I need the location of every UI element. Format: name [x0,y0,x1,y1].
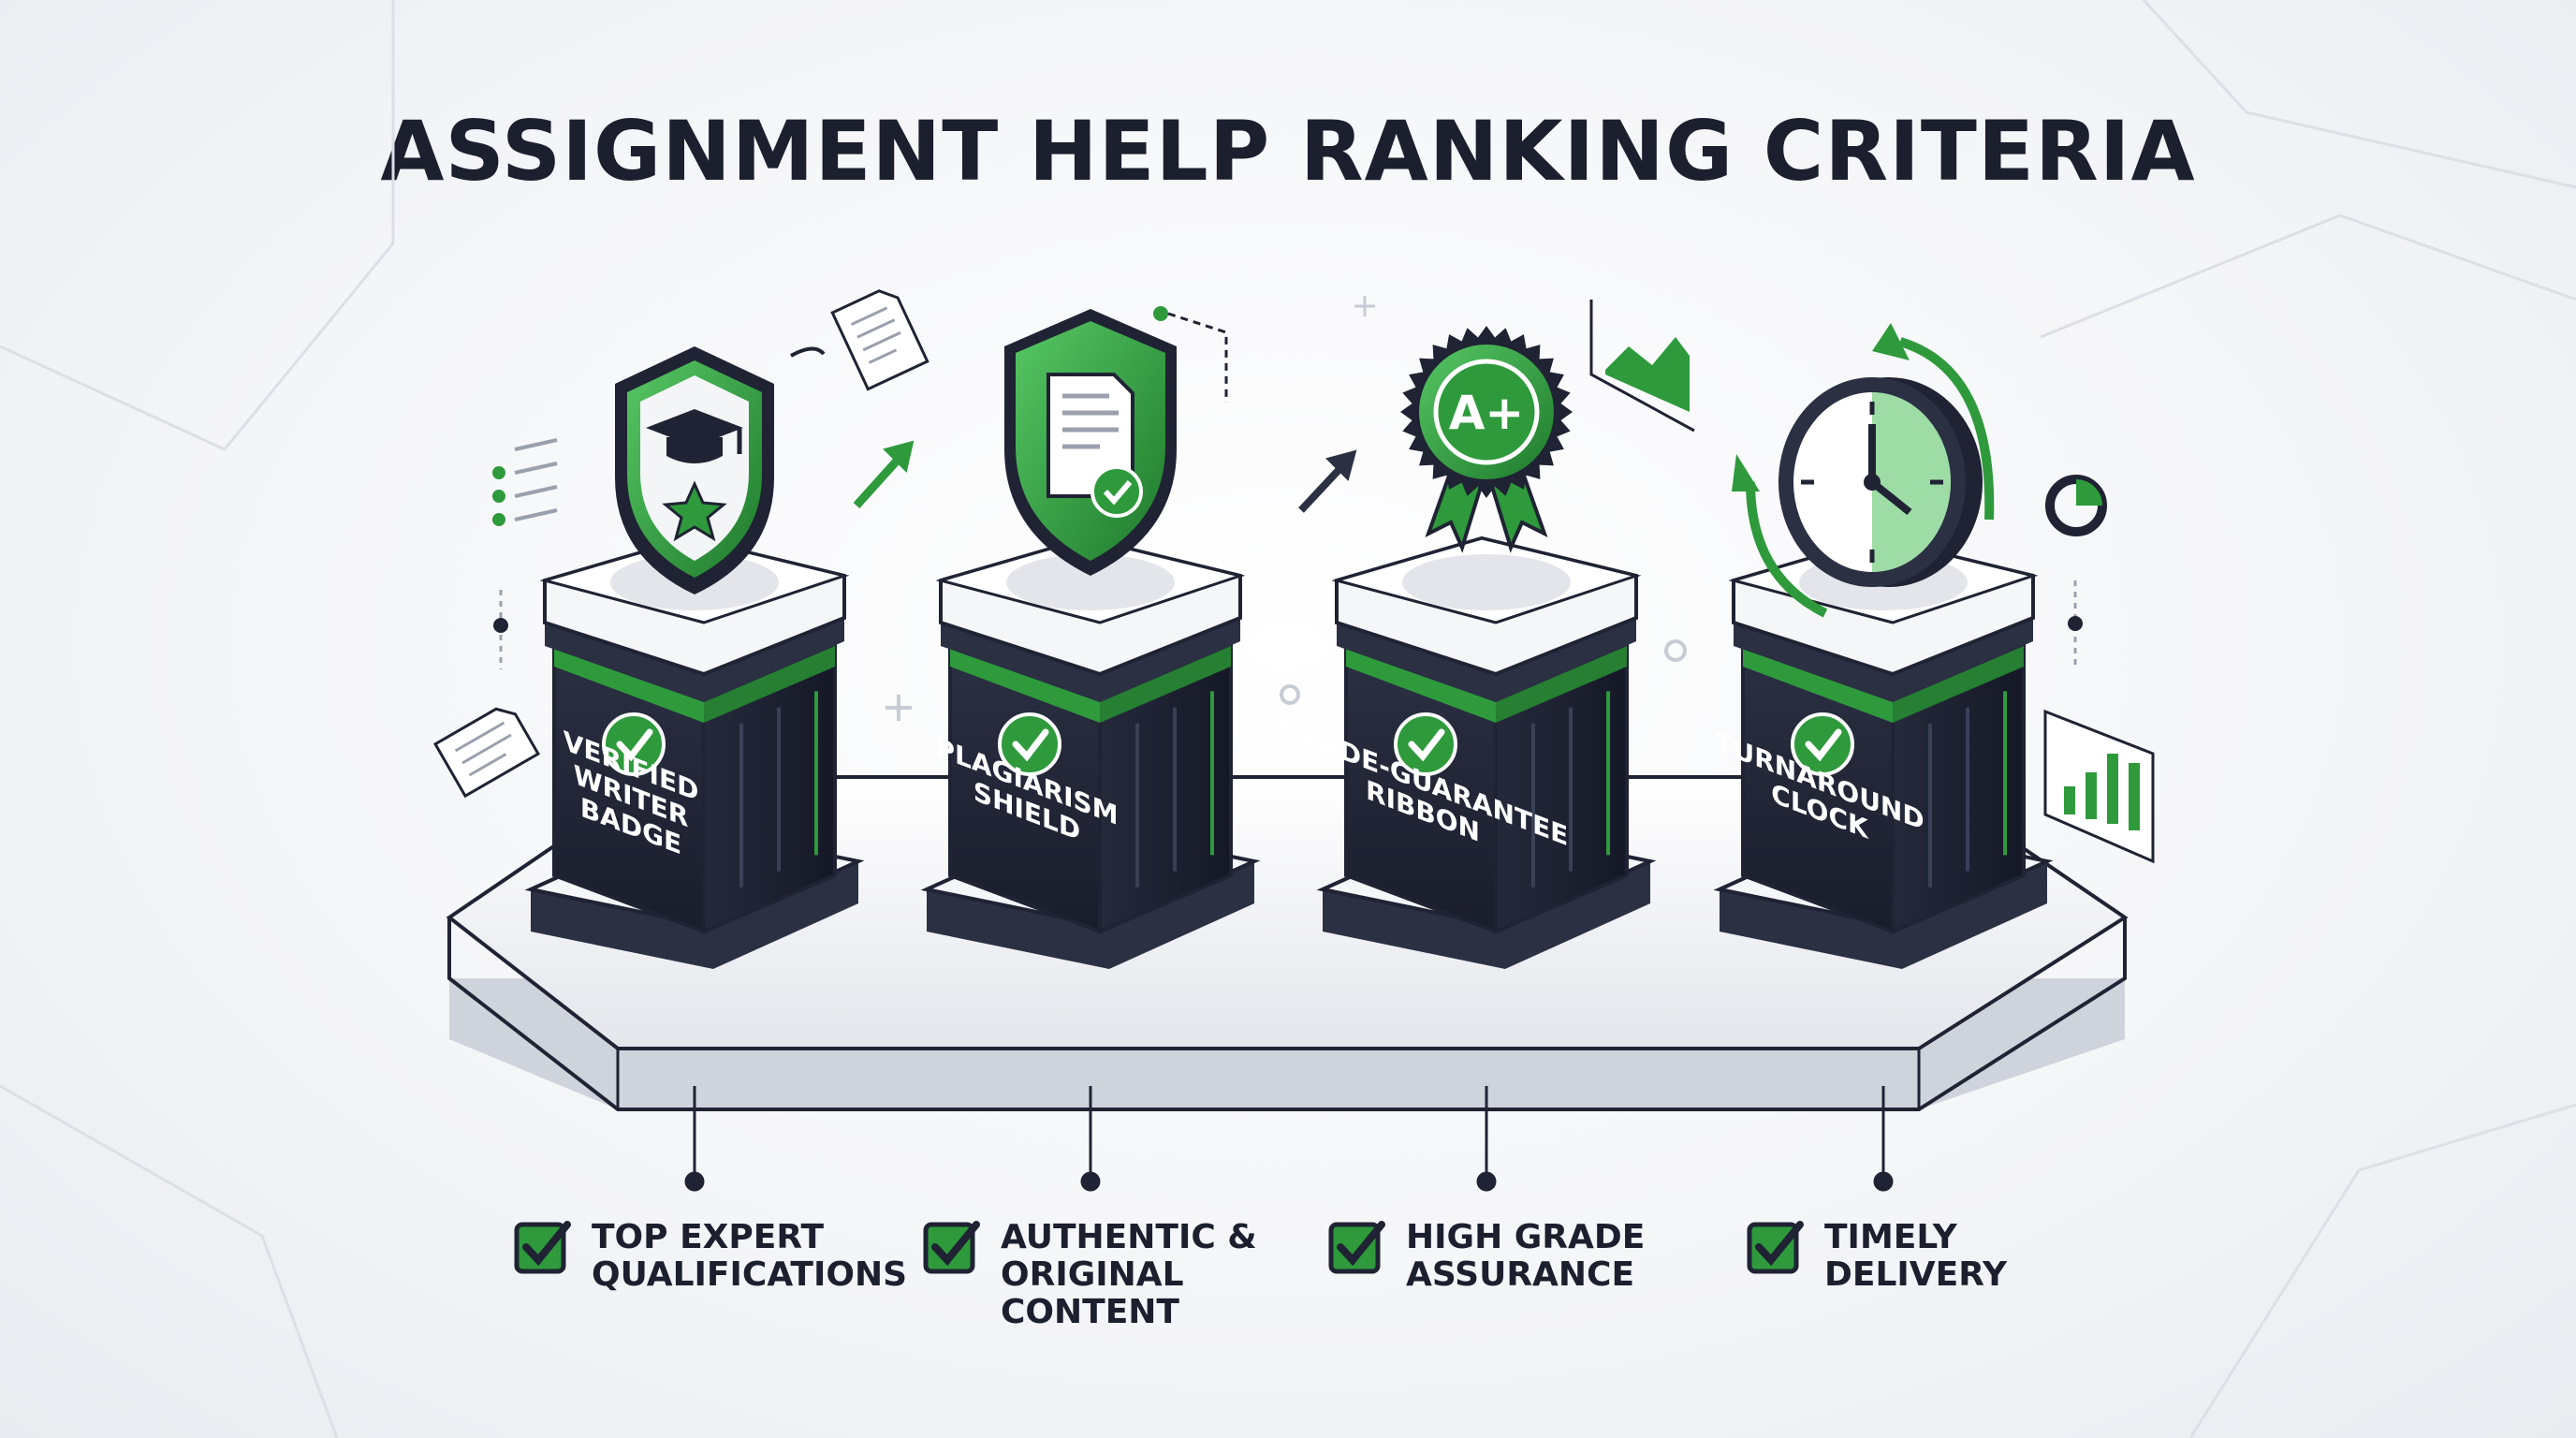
caption-text: AUTHENTIC & ORIGINAL CONTENT [1001,1218,1257,1331]
caption-top-expert-qualifications: TOP EXPERT QUALIFICATIONS [513,1217,908,1294]
arrow-up-icon [853,440,915,509]
page-title: ASSIGNMENT HELP RANKING CRITERIA [380,103,2196,199]
connector-lines [684,1086,1894,1192]
checkbox-check-icon [923,1221,980,1274]
line-chart-icon [1589,300,1695,433]
document-shield-icon [1004,309,1177,576]
caption-text: TOP EXPERT QUALIFICATIONS [592,1218,908,1294]
pillar-check-icon [998,712,1061,776]
pillar-check-icon [1394,712,1457,776]
caption-text: HIGH GRADE ASSURANCE [1406,1218,1646,1294]
pillar-2: PLAGIARISMSHIELD [920,536,1261,969]
caption-timely-delivery: TIMELY DELIVERY [1746,1217,2133,1294]
pillar-1: VERIFIEDWRITERBADGE [524,536,865,969]
checkbox-check-icon [514,1221,571,1274]
bar-chart-icon [2043,709,2155,864]
caption-text: TIMELY DELIVERY [1824,1218,2008,1294]
pillar-3: GRADE-GUARANTEERIBBON [1278,536,1657,969]
pillar-check-icon [602,712,666,776]
pillar-label: VERIFIEDWRITERBADGE [564,725,699,867]
dot-markers [493,296,2083,721]
caption-high-grade-assurance: HIGH GRADE ASSURANCE [1327,1217,1715,1294]
a-plus-ribbon-icon: A+ [1400,326,1573,553]
paper-icon [830,289,929,391]
paper-icon [432,707,541,799]
arrow-up-icon [1298,449,1357,513]
list-icon [492,438,558,526]
checkbox-check-icon [1328,1221,1385,1274]
clock-icon [1732,323,1995,618]
pillar-4: TURNAROUNDCLOCK [1713,536,2054,969]
decorations [432,289,2155,864]
checkbox-check-icon [1747,1221,1804,1274]
caption-authentic-original-content: AUTHENTIC & ORIGINAL CONTENT [922,1217,1310,1331]
pie-chart-icon [2045,475,2107,536]
graduation-shield-icon [615,346,774,594]
pillar-check-icon [1791,712,1854,776]
ribbon-grade-text: A+ [1449,386,1525,440]
base-platform [446,775,2129,1111]
